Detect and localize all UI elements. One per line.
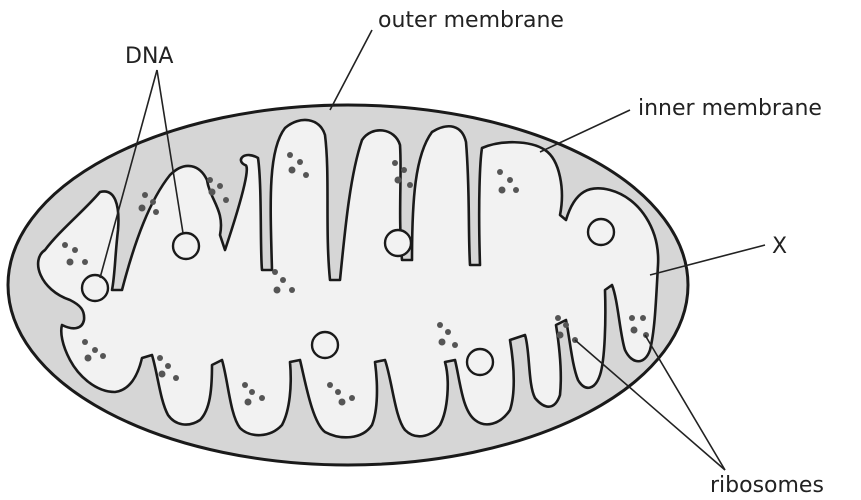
dna-circle (467, 349, 493, 375)
label-outer-membrane: outer membrane (378, 8, 564, 33)
label-inner-membrane: inner membrane (638, 96, 822, 121)
dna-circle (173, 233, 199, 259)
label-x: X (772, 234, 787, 259)
dna-circle (312, 332, 338, 358)
dna-circle (385, 230, 411, 256)
label-ribosomes: ribosomes (710, 473, 824, 498)
label-dna: DNA (125, 44, 173, 69)
leader-ribosomes-2 (645, 335, 725, 470)
leader-inner-membrane (540, 110, 630, 152)
dna-circle (588, 219, 614, 245)
leader-outer-membrane (330, 30, 372, 110)
dna-circle (82, 275, 108, 301)
